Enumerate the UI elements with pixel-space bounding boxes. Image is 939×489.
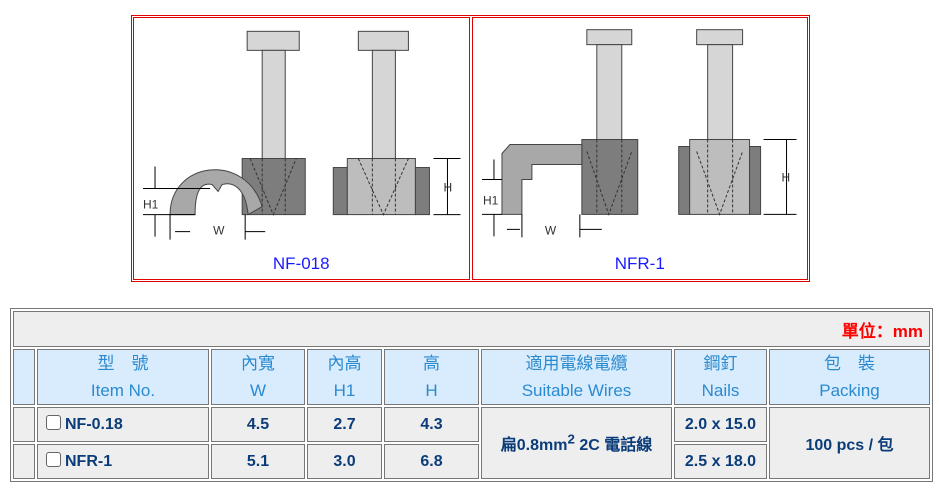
wires-value: 扁0.8mm2 2C 電話線 (481, 407, 672, 479)
h1-value: 3.0 (307, 444, 382, 479)
item-no: NFR-1 (65, 453, 113, 470)
packing-value: 100 pcs / 包 (769, 407, 930, 479)
select-checkbox[interactable] (46, 415, 61, 430)
w-label: W (544, 223, 556, 237)
unit-label: 單位：mm (13, 311, 930, 347)
h1-label: H1 (143, 198, 159, 212)
figure-nfr-1: H1 W H NFR-1 (471, 17, 808, 280)
nails-value: 2.0 x 15.0 (674, 407, 767, 442)
h1-label: H1 (482, 193, 498, 207)
h-label: H (443, 181, 452, 195)
table-row: NF-0.18 4.5 2.7 4.3 扁0.8mm2 2C 電話線 2.0 x… (13, 407, 930, 479)
nfr-1-diagram: H1 W H (481, 29, 797, 237)
figure-caption: NFR-1 (614, 254, 665, 273)
h1-value: 2.7 (307, 407, 382, 442)
figure-nf-018: H1 W H NF-018 (133, 17, 470, 280)
nails-value: 2.5 x 18.0 (674, 444, 767, 479)
item-no: NF-0.18 (65, 416, 123, 433)
w-value: 4.5 (211, 407, 305, 442)
h-value: 4.3 (384, 407, 479, 442)
w-value: 5.1 (211, 444, 305, 479)
table-row: NFR-1 5.1 3.0 6.8 2.5 x 18.0 (13, 444, 930, 479)
nf-018-diagram: H1 W H (143, 30, 461, 240)
select-checkbox[interactable] (46, 452, 61, 467)
h-value: 6.8 (384, 444, 479, 479)
h-label: H (781, 170, 790, 184)
figure-caption: NF-018 (272, 254, 330, 273)
w-label: W (213, 224, 225, 238)
product-figures: H1 W H NF-018 (131, 15, 810, 282)
